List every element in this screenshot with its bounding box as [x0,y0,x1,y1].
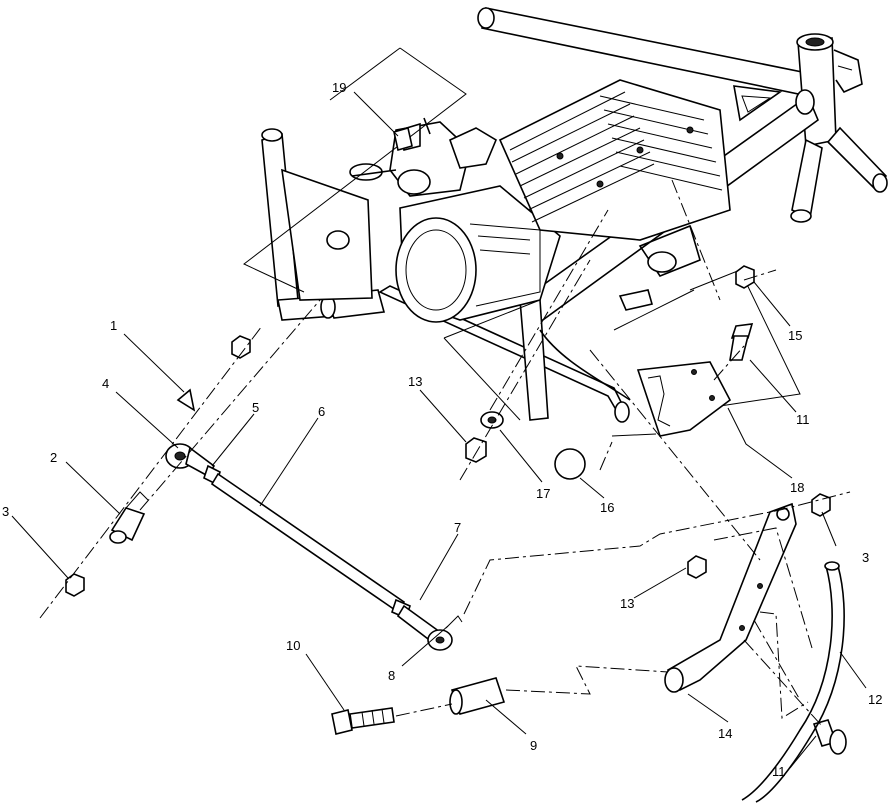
callout-3-left: 3 [2,504,9,519]
callout-19: 19 [332,80,346,95]
callout-6: 6 [318,404,325,419]
tie-rod-assembly [165,443,463,651]
callout-16: 16 [600,500,614,515]
nut-upper-left [231,335,251,359]
leader-lines [11,91,867,769]
part-10-bolt [331,707,395,735]
callout-1: 1 [110,318,117,333]
part-9-spacer [449,677,506,715]
callout-11-lower: 11 [772,764,786,779]
part-3-nut-left [65,573,85,597]
callout-numbers: 1 2 3 4 5 6 7 8 9 10 11 11 12 13 13 14 1… [2,80,882,779]
callout-4: 4 [102,376,109,391]
callout-15: 15 [788,328,802,343]
part-18-plate [636,361,732,437]
callout-12: 12 [868,692,882,707]
part-3-nut-right [811,493,831,517]
callout-13-center: 13 [408,374,422,389]
assembly-centerlines [39,179,851,727]
callout-5: 5 [252,400,259,415]
callout-13-right: 13 [620,596,634,611]
part-11-bolt-upper [729,323,754,361]
callout-17: 17 [536,486,550,501]
callout-14: 14 [718,726,732,741]
callout-7: 7 [454,520,461,535]
part-1-clip [176,388,196,412]
callout-8: 8 [388,668,395,683]
part-2-swivel [109,491,149,544]
part-17-washer-nut [480,411,504,429]
part-19-switch [393,117,431,152]
part-13-nut-right [687,555,707,579]
cylinder-fins [509,91,723,223]
reference-outlines [243,47,801,437]
part-14-steering-arm [664,502,797,693]
callout-18: 18 [790,480,804,495]
part-15-nut [735,265,755,289]
callout-2: 2 [50,450,57,465]
callout-3-right: 3 [862,550,869,565]
callout-9: 9 [530,738,537,753]
engine-assembly [349,79,731,323]
part-11-bolt-lower [812,719,847,755]
part-13-nut-center [465,437,487,463]
callout-11-upper: 11 [796,412,810,427]
callout-10: 10 [286,638,300,653]
part-16-ball [554,448,586,480]
